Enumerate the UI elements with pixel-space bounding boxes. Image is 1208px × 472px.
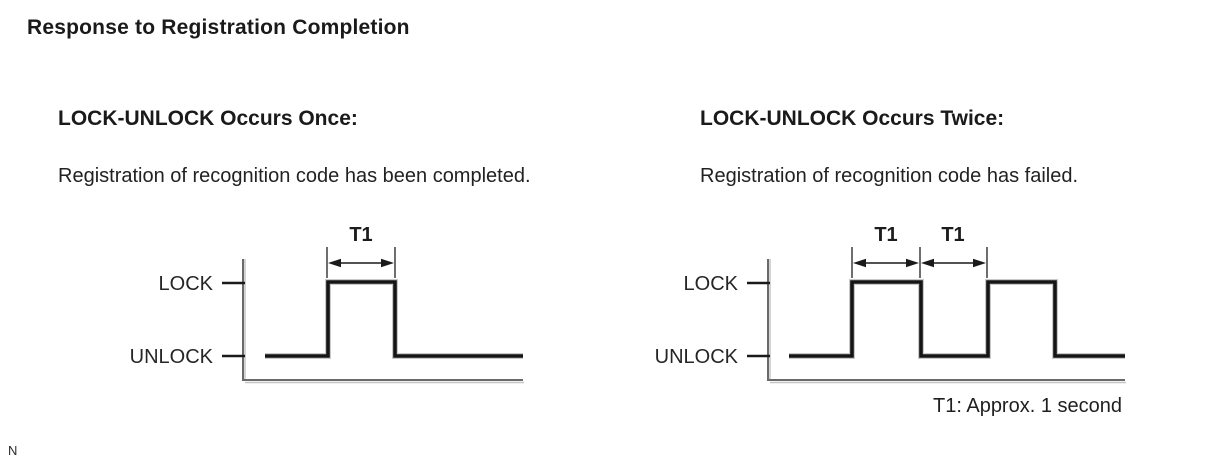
- panel-twice-description: Registration of recognition code has fai…: [700, 165, 1079, 187]
- page-title: Response to Registration Completion: [27, 16, 410, 39]
- panel-once-description: Registration of recognition code has bee…: [58, 165, 531, 187]
- arrowhead-right-icon: [973, 258, 986, 268]
- axis-lines: [242, 259, 524, 384]
- page-marker: N: [8, 443, 18, 458]
- t1-duration-label: T1: [349, 224, 372, 246]
- waveform-path: [265, 280, 523, 358]
- t1-dimension-first: T1: [851, 224, 921, 278]
- axis-lines: [767, 259, 1126, 384]
- lock-level-label: LOCK: [684, 273, 739, 295]
- t1-definition-note: T1: Approx. 1 second: [933, 395, 1123, 417]
- level-ticks: [222, 281, 245, 358]
- waveform-diagram-twice: LOCK UNLOCK T1 T1: [655, 224, 1126, 384]
- panel-once-heading: LOCK-UNLOCK Occurs Once:: [58, 107, 358, 130]
- t1-duration-label: T1: [874, 224, 897, 246]
- waveform-diagram-once: LOCK UNLOCK T1: [130, 224, 524, 384]
- level-ticks: [747, 281, 770, 358]
- arrowhead-right-icon: [381, 258, 394, 268]
- arrowhead-left-icon: [921, 258, 934, 268]
- waveform-path: [789, 280, 1125, 358]
- lock-level-label: LOCK: [159, 273, 214, 295]
- arrowhead-left-icon: [328, 258, 341, 268]
- arrowhead-right-icon: [906, 258, 919, 268]
- t1-dimension-second: T1: [921, 224, 988, 278]
- t1-dimension: T1: [326, 224, 396, 278]
- arrowhead-left-icon: [853, 258, 866, 268]
- panel-twice-heading: LOCK-UNLOCK Occurs Twice:: [700, 107, 1005, 130]
- t1-duration-label: T1: [941, 224, 964, 246]
- unlock-level-label: UNLOCK: [130, 346, 214, 368]
- waveform-halo: [789, 279, 1125, 359]
- unlock-level-label: UNLOCK: [655, 346, 739, 368]
